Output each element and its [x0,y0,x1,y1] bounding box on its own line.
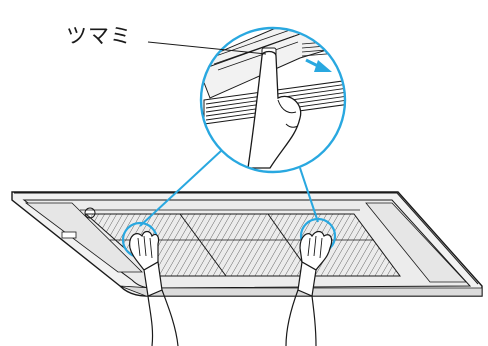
zoom-detail [196,22,360,172]
callout-label: ツマミ [66,26,132,47]
ceiling-panel [12,192,482,296]
panel-sensor [62,232,76,238]
